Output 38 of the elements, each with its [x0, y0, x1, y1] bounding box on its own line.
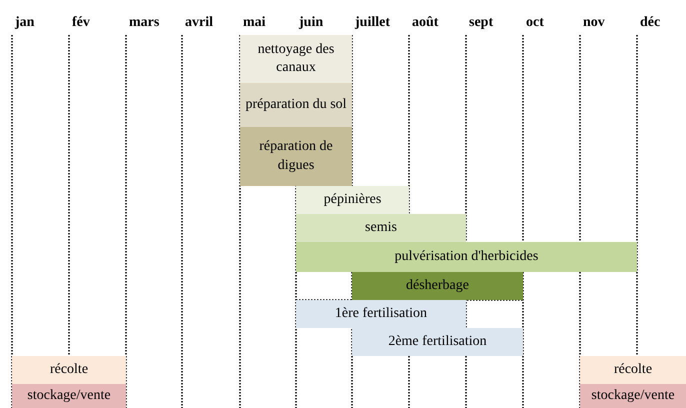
- task-label: 2ème fertilisation: [388, 332, 487, 351]
- task-label: stockage/vente: [27, 386, 111, 405]
- month-label: avril: [185, 15, 213, 31]
- task-bar: [296, 300, 466, 328]
- task-label: stockage/vente: [591, 386, 675, 405]
- month-label: nov: [583, 15, 605, 31]
- task-label: nettoyage des canaux: [256, 40, 336, 77]
- month-label: déc: [640, 15, 660, 31]
- month-label: sept: [469, 15, 494, 31]
- task-bar: [240, 83, 352, 127]
- month-label: mai: [243, 15, 266, 31]
- task-bar: [296, 242, 637, 272]
- task-bar: [580, 356, 686, 384]
- task-bar: [12, 384, 126, 408]
- task-label: 1ère fertilisation: [334, 304, 428, 323]
- task-bar: [580, 384, 686, 408]
- task-label: récolte: [614, 360, 652, 379]
- task-label: réparation de digues: [258, 138, 334, 174]
- task-label: désherbage: [406, 276, 469, 295]
- task-bar: [352, 272, 523, 300]
- month-label: juin: [299, 15, 324, 31]
- task-label: préparation du sol: [245, 96, 347, 114]
- month-label: juillet: [355, 15, 390, 31]
- task-bar: [296, 186, 409, 214]
- month-label: août: [412, 15, 438, 31]
- task-bar: [240, 127, 352, 186]
- month-label: oct: [526, 15, 544, 31]
- task-bar: [352, 328, 523, 356]
- task-bar: [296, 214, 466, 242]
- task-label: récolte: [50, 360, 88, 379]
- month-label: mars: [129, 15, 160, 31]
- task-label: semis: [365, 218, 397, 237]
- month-label: fév: [72, 15, 90, 31]
- task-bar: [240, 35, 352, 83]
- month-label: jan: [15, 15, 34, 31]
- task-label: pépinières: [324, 190, 382, 209]
- task-bar: [12, 356, 126, 384]
- task-label: pulvérisation d'herbicides: [394, 248, 538, 266]
